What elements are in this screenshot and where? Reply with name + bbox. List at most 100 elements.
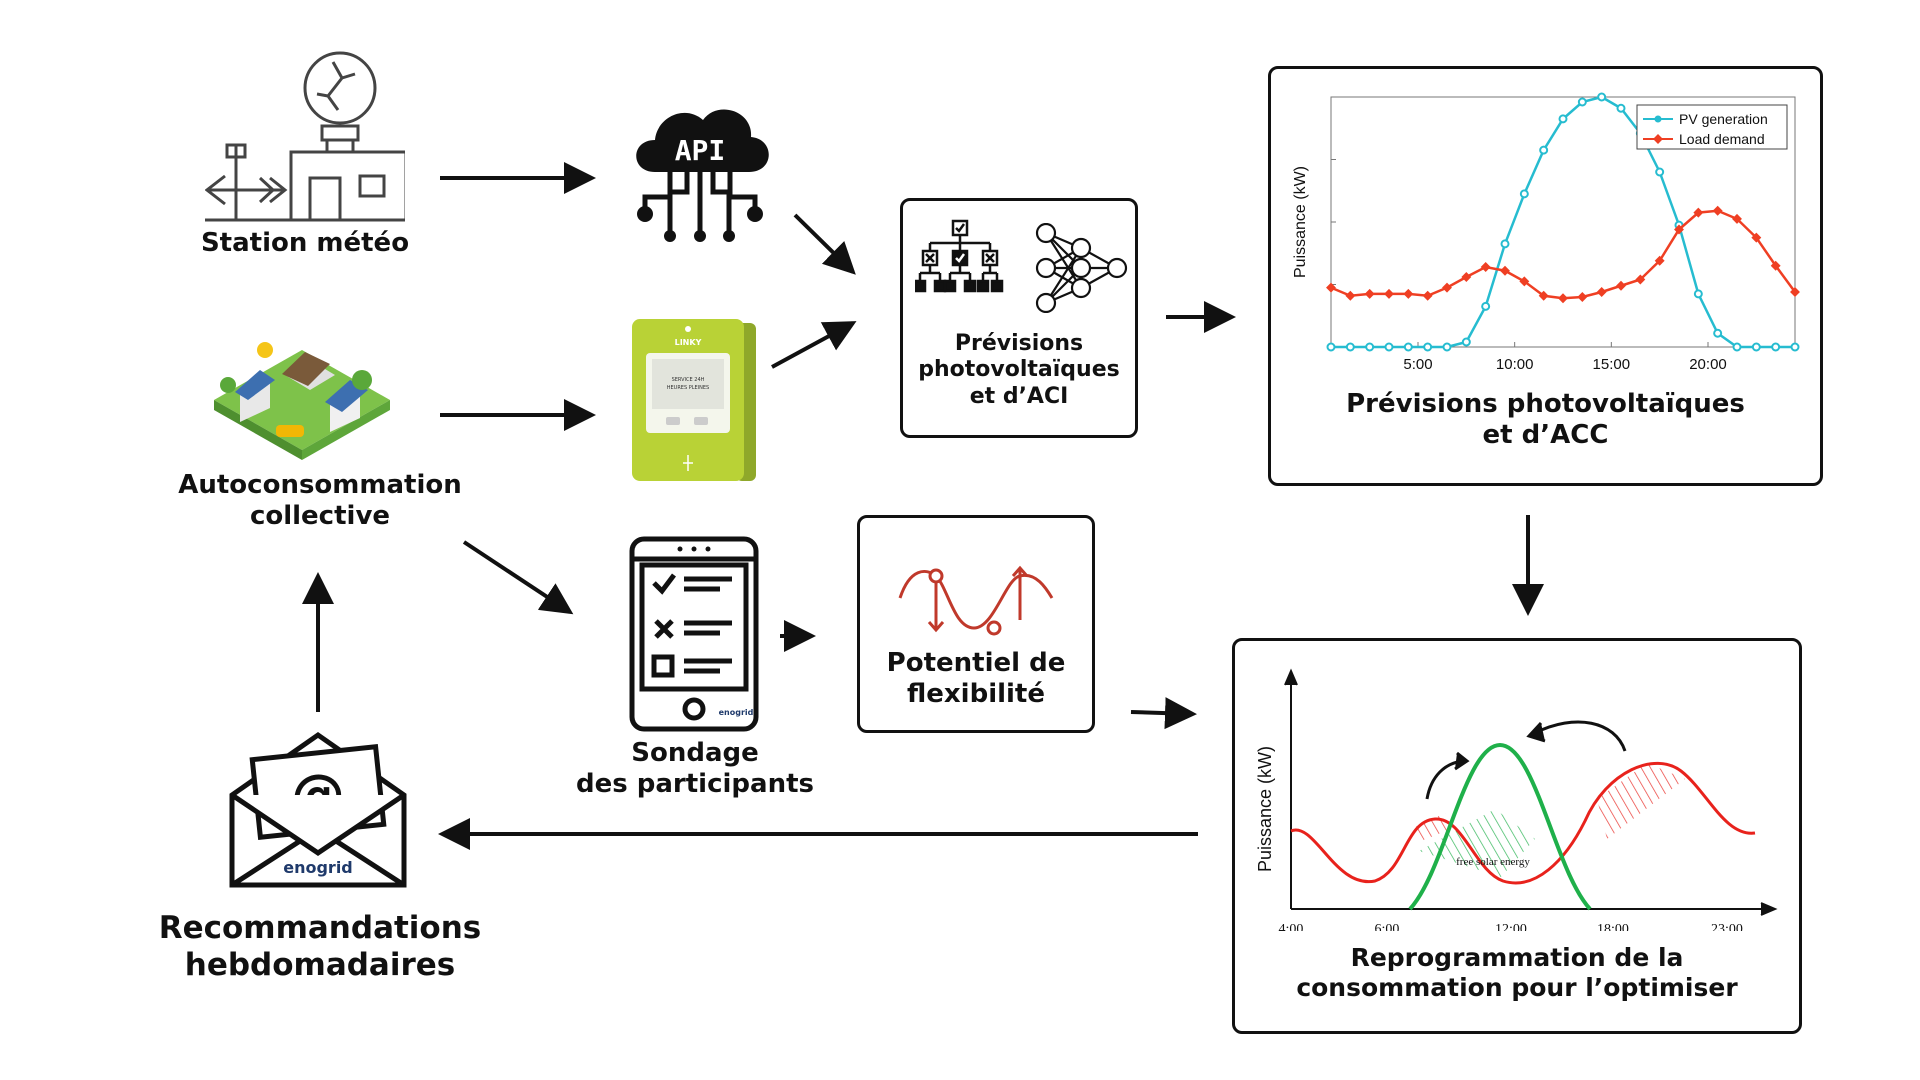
acc-label-line1: Autoconsommation — [178, 470, 462, 500]
linky-meter-icon: LINKY SERVICE 24H HEURES PLEINES — [628, 315, 760, 485]
pv-generation-point — [1403, 342, 1413, 352]
api-text: API — [675, 134, 726, 167]
forecast-box-label: Prévisions photovoltaïques et d’ACI — [903, 331, 1135, 410]
pv-generation-point — [1771, 342, 1781, 352]
load-demand-point — [1712, 205, 1723, 216]
resched-chart-caption: Reprogrammation de la consommation pour … — [1235, 943, 1799, 1003]
load-demand-point — [1732, 213, 1742, 224]
flex-label-line2: flexibilité — [907, 679, 1045, 710]
pv-generation-point — [1558, 114, 1568, 124]
load-demand-point — [1616, 280, 1626, 291]
load-demand-point — [1558, 293, 1568, 304]
solar-curve — [1408, 742, 1592, 911]
arrow-flex-to-resched — [1130, 697, 1197, 730]
pv-generation-point — [1365, 342, 1375, 352]
pv-generation-point — [1500, 239, 1510, 249]
survey-label-line1: Sondage — [631, 738, 759, 768]
api-cloud-icon: API — [625, 92, 775, 242]
pv-generation-point — [1713, 328, 1723, 338]
email-envelope-icon: @ enogrid — [228, 725, 408, 890]
resched-y-axis-label: Puissance (kW) — [1255, 746, 1275, 872]
mail-label-line1: Recommandations — [158, 910, 482, 946]
load-demand-point — [1326, 282, 1336, 293]
pv-x-tick-label: 20:00 — [1689, 356, 1727, 369]
pv-generation-point — [1751, 342, 1761, 352]
pv-x-tick-label: 5:00 — [1403, 356, 1432, 369]
weather-station-icon — [205, 48, 405, 223]
load-demand-point — [1790, 287, 1800, 297]
houses-community-icon — [210, 330, 395, 470]
mail-label: Recommandations hebdomadaires — [150, 910, 490, 984]
pv-generation-point — [1423, 342, 1433, 352]
pv-generation-point — [1597, 92, 1607, 102]
station-label: Station météo — [200, 228, 410, 258]
pv-generation-point — [1384, 342, 1394, 352]
pv-generation-point — [1732, 342, 1742, 352]
pv-generation-point — [1693, 289, 1703, 299]
resched-x-tick-label: 6:00 — [1375, 922, 1400, 931]
pv-generation-point — [1577, 97, 1587, 107]
resched-x-tick-label: 12:00 — [1495, 922, 1527, 931]
free-solar-annotation: free solar energy — [1456, 856, 1530, 868]
resched-x-tick-label: 4:00 — [1279, 922, 1304, 931]
arrow-acc-to-survey — [462, 540, 574, 615]
resched-x-tick-label: 18:00 — [1597, 922, 1629, 931]
pv-caption-line2: et d’ACC — [1482, 420, 1609, 451]
forecast-label-line3: et d’ACI — [969, 383, 1069, 409]
shifted-load-hatch — [1419, 809, 1535, 877]
acc-label-line2: collective — [249, 501, 391, 532]
legend-pv-label: PV generation — [1679, 111, 1768, 127]
survey-label-line2: des participants — [576, 769, 814, 800]
load-demand-point — [1384, 288, 1394, 299]
flex-label-line1: Potentiel de — [886, 648, 1066, 678]
pv-generation-point — [1461, 337, 1471, 347]
consumption-curve — [1290, 761, 1756, 885]
resched-caption-line2: consommation pour l’optimiser — [1296, 973, 1738, 1002]
acc-label: Autoconsommation collective — [170, 470, 470, 532]
load-demand-point — [1674, 224, 1684, 235]
load-demand-point — [1751, 232, 1762, 243]
pv-generation-point — [1655, 167, 1665, 177]
linky-screen-line2: HEURES PLEINES — [667, 385, 709, 391]
pv-generation-point — [1539, 145, 1549, 155]
pv-generation-point — [1790, 342, 1800, 352]
decision-tree-icon — [915, 219, 1007, 309]
forecast-label-line2: photovoltaïques — [918, 357, 1120, 383]
mail-label-line2: hebdomadaires — [184, 947, 456, 984]
peak-load-hatch — [1597, 763, 1685, 839]
pv-generation-point — [1519, 189, 1529, 199]
pv-generation-point — [1345, 342, 1355, 352]
pv-generation-point — [1442, 342, 1452, 352]
survey-logo: enogrid — [719, 708, 754, 717]
flexibility-box: Potentiel de flexibilité — [857, 515, 1095, 733]
pv-y-axis-label: Puissance (kW) — [1292, 166, 1309, 278]
arrow-api-to-forecast — [793, 213, 856, 275]
pv-chart-caption: Prévisions photovoltaïques et d’ACC — [1271, 389, 1820, 451]
load-demand-point — [1693, 207, 1704, 218]
linky-screen-line1: SERVICE 24H — [672, 377, 705, 383]
pv-x-tick-label: 15:00 — [1593, 356, 1631, 369]
pv-x-tick-label: 10:00 — [1496, 356, 1534, 369]
resched-caption-line1: Reprogrammation de la — [1350, 943, 1684, 972]
pv-forecast-chart: Puissance (kW) 5:00 10:00 15:00 20:00 PV ge… — [1292, 92, 1800, 369]
forecast-label-line1: Prévisions — [954, 331, 1084, 356]
pv-chart-box: Puissance (kW) 5:00 10:00 15:00 20:00 PV ge… — [1268, 66, 1823, 486]
pv-generation-point — [1326, 342, 1336, 352]
survey-label: Sondage des participants — [555, 738, 835, 800]
arrow-linky-to-forecast — [771, 321, 857, 369]
mail-logo: enogrid — [283, 858, 353, 877]
pv-legend: PV generation Load demand — [1636, 104, 1788, 150]
pv-caption-line1: Prévisions photovoltaïques — [1346, 389, 1745, 419]
legend-load-label: Load demand — [1679, 131, 1765, 147]
neural-network-icon — [1033, 223, 1129, 313]
load-demand-point — [1500, 265, 1510, 276]
shift-arrows — [1425, 720, 1627, 800]
pv-generation-point — [1481, 301, 1491, 311]
flexibility-label: Potentiel de flexibilité — [860, 648, 1092, 710]
flexibility-wave-icon — [896, 558, 1056, 638]
pv-generation-point — [1616, 103, 1626, 113]
forecast-box: Prévisions photovoltaïques et d’ACI — [900, 198, 1138, 438]
survey-tablet-icon: enogrid — [628, 535, 760, 735]
